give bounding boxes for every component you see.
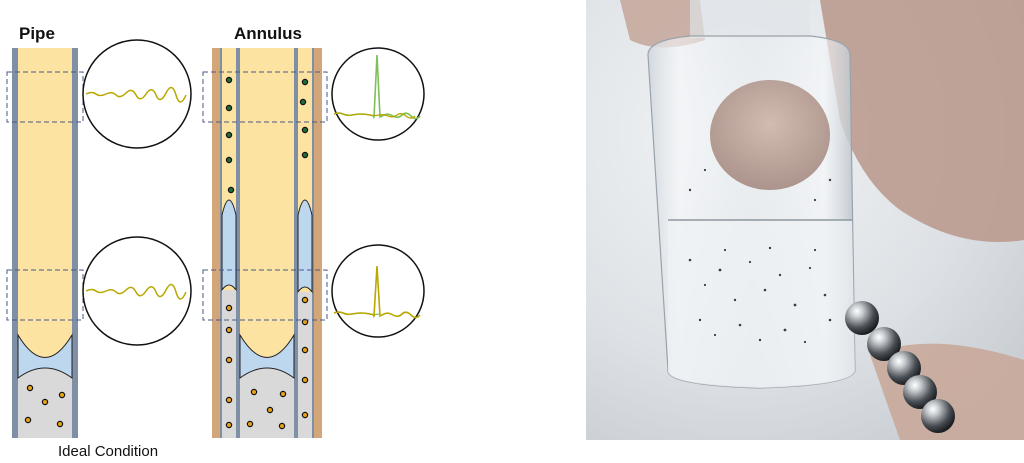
vial-particles [688,168,832,344]
pipe-signal-upper [82,39,192,149]
pipe-label: Pipe [19,24,55,43]
annulus-label: Annulus [234,24,302,43]
pipe-column [6,48,84,438]
annulus-signal-upper [331,47,425,141]
pipe-signal-lower [82,236,192,346]
magnetic-beads [845,301,955,433]
annulus-column [202,48,328,438]
annulus-green-particles [225,76,309,194]
caption: Ideal Condition [58,443,158,460]
pipe-particles [24,384,66,428]
annulus-signal-lower [331,244,425,338]
annulus-orange-particles [225,296,309,430]
vial-photo [586,0,1024,440]
